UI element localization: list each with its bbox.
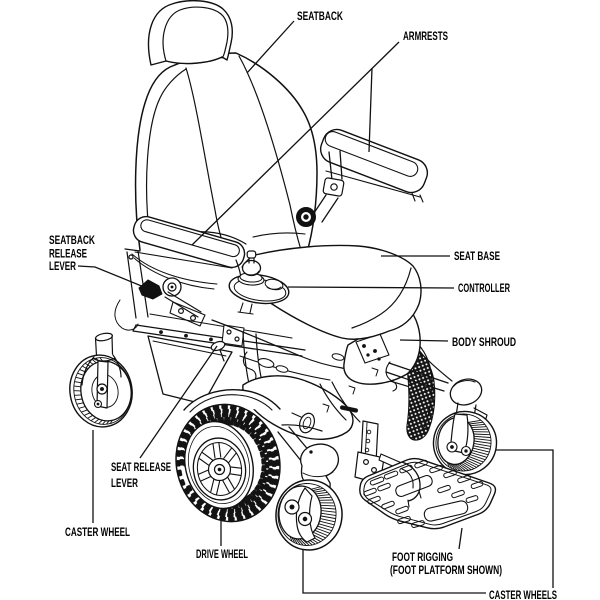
svg-text:RELEASE: RELEASE	[49, 247, 87, 261]
svg-text:LEVER: LEVER	[49, 259, 76, 273]
svg-text:SEATBACK: SEATBACK	[297, 9, 343, 23]
svg-text:CASTER WHEELS: CASTER WHEELS	[489, 588, 557, 600]
svg-text:(FOOT PLATFORM SHOWN): (FOOT PLATFORM SHOWN)	[390, 563, 502, 577]
svg-text:DRIVE WHEEL: DRIVE WHEEL	[196, 547, 248, 561]
svg-text:SEAT RELEASE: SEAT RELEASE	[111, 460, 171, 474]
svg-text:BODY SHROUD: BODY SHROUD	[452, 335, 516, 349]
svg-text:CASTER WHEEL: CASTER WHEEL	[65, 525, 130, 539]
svg-text:LEVER: LEVER	[111, 476, 138, 490]
svg-text:SEATBACK: SEATBACK	[49, 233, 95, 247]
svg-text:FOOT RIGGING: FOOT RIGGING	[392, 550, 453, 564]
svg-text:CONTROLLER: CONTROLLER	[458, 281, 510, 295]
svg-text:ARMRESTS: ARMRESTS	[403, 29, 448, 43]
svg-text:SEAT BASE: SEAT BASE	[454, 249, 500, 263]
